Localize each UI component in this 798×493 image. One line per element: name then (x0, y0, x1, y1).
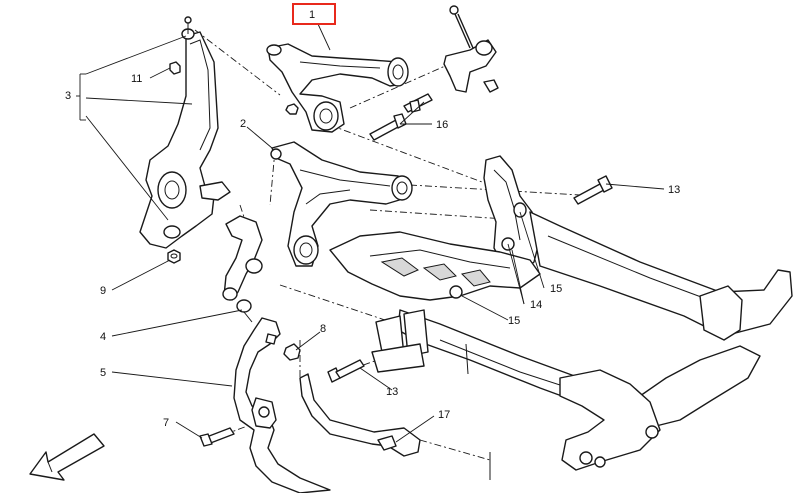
callout-15-lower: 15 (508, 315, 520, 327)
bolt-13-lower (327, 359, 365, 383)
callout-13-upper: 13 (668, 184, 680, 196)
nut-11 (169, 61, 181, 75)
front-direction-arrow-icon (29, 433, 105, 481)
callout-15-right: 15 (550, 283, 562, 295)
callout-1: 1 (309, 9, 315, 21)
bracket-17 (299, 373, 491, 480)
callout-labels: 1 2 3 4 5 7 8 9 11 13 13 14 15 15 16 17 (65, 9, 680, 429)
nut-9 (167, 249, 181, 264)
upper-arm-nut (285, 103, 299, 115)
stabilizer-link (222, 215, 263, 323)
bolt-13-upper (573, 175, 613, 205)
callout-5: 5 (100, 367, 106, 379)
callout-4: 4 (100, 331, 106, 343)
lower-control-arm (270, 141, 413, 267)
callout-13-lower: 13 (386, 386, 398, 398)
leader-lines (76, 23, 665, 443)
bolt-7 (199, 427, 235, 447)
bolts-16 (369, 93, 433, 141)
callout-7: 7 (163, 417, 169, 429)
stabilizer-bar (233, 317, 331, 493)
callout-3: 3 (65, 90, 71, 102)
front-subframe (329, 155, 793, 471)
callout-16: 16 (436, 119, 448, 131)
callout-1-highlight-box (292, 3, 336, 25)
upper-control-arm (266, 43, 409, 133)
callout-17: 17 (438, 409, 450, 421)
callout-9: 9 (100, 285, 106, 297)
height-sensor-assembly (443, 5, 499, 93)
callout-14: 14 (530, 299, 542, 311)
callout-2: 2 (240, 118, 246, 130)
callout-11: 11 (131, 73, 142, 85)
steering-knuckle (139, 16, 231, 249)
nut-8 (283, 343, 301, 361)
callout-8: 8 (320, 323, 326, 335)
